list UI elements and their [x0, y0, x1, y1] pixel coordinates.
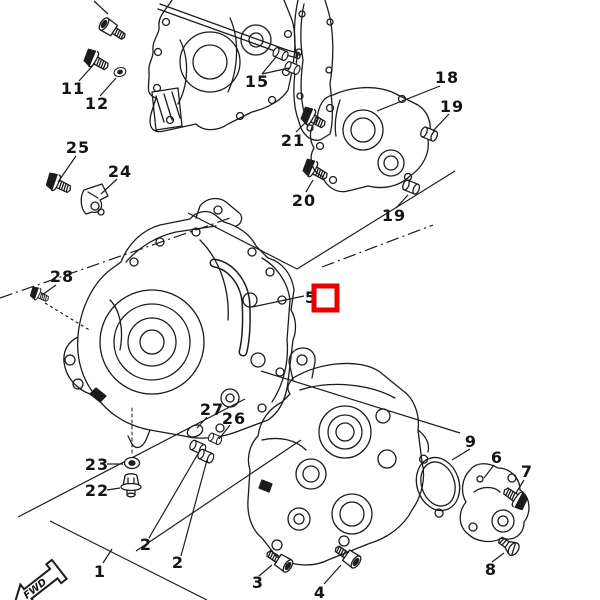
part-bolt-3	[262, 546, 296, 575]
leader-2a	[148, 451, 200, 539]
highlight-box[interactable]	[311, 283, 340, 313]
part-shaft	[157, 3, 301, 60]
leader-lines	[41, 0, 525, 585]
part-left-crankcase	[63, 197, 297, 455]
callout-11[interactable]: 11	[61, 79, 85, 98]
part-bolt-28	[27, 284, 52, 306]
leader-4	[323, 564, 342, 585]
callout-18[interactable]: 18	[435, 68, 459, 87]
leader-21	[295, 120, 308, 133]
callout-20[interactable]: 20	[292, 191, 316, 210]
part-bolt-7	[499, 482, 531, 513]
callout-21[interactable]: 21	[281, 131, 305, 150]
part-bolt-top	[96, 15, 130, 44]
callout-3[interactable]: 3	[252, 573, 264, 592]
part-breather-tube-5	[209, 258, 251, 357]
leader-8	[491, 552, 505, 563]
leader-22	[106, 487, 121, 491]
group-line-bottom-lower	[49, 520, 208, 600]
leader-26	[218, 424, 231, 440]
callout-5[interactable]: 5	[305, 288, 317, 307]
leader-20	[305, 179, 314, 193]
parts-layer	[27, 0, 531, 575]
callout-24[interactable]: 24	[108, 162, 132, 181]
leader-19b	[395, 194, 409, 209]
leader-9-long	[260, 370, 461, 434]
leader-27	[196, 416, 208, 429]
callout-27[interactable]: 27	[200, 400, 224, 419]
callout-2a[interactable]: 2	[140, 535, 152, 554]
callout-2b[interactable]: 2	[172, 553, 184, 572]
part-dowel-2b	[195, 447, 216, 465]
leader-1	[102, 548, 113, 564]
leader-15	[261, 56, 290, 75]
part-washer-23	[123, 456, 141, 470]
callout-25[interactable]: 25	[66, 138, 90, 157]
callout-1[interactable]: 1	[94, 562, 106, 581]
part-gasket-9	[415, 454, 461, 518]
leader-18	[376, 85, 441, 112]
leader-25	[57, 155, 77, 183]
group-line-dashdot-left	[0, 216, 234, 299]
callout-19a[interactable]: 19	[440, 97, 464, 116]
leader-19a	[432, 113, 450, 132]
leader-6	[483, 464, 495, 479]
callout-4[interactable]: 4	[314, 583, 326, 600]
leader-28	[41, 284, 57, 296]
part-clip-27	[186, 424, 204, 438]
part-upper-crankcase-half	[147, 0, 296, 133]
leader-3	[258, 564, 273, 577]
callout-26[interactable]: 26	[222, 409, 246, 428]
leader-12	[99, 77, 117, 97]
group-line-chevron-b	[296, 170, 456, 270]
part-washer-12	[112, 65, 128, 79]
leader-9	[451, 448, 471, 461]
group-line-chevron-a	[187, 212, 298, 270]
part-collar-26	[206, 431, 224, 446]
callout-12[interactable]: 12	[85, 94, 109, 113]
callout-8[interactable]: 8	[485, 560, 497, 579]
leader-top-bolt	[93, 0, 109, 15]
part-screw-8	[498, 536, 520, 557]
part-dowel-19b	[400, 178, 422, 196]
callout-7[interactable]: 7	[521, 462, 533, 481]
callout-19b[interactable]: 19	[382, 206, 406, 225]
part-bolt-11	[80, 46, 113, 76]
part-right-crankcase	[247, 347, 430, 566]
group-line-dashdot-right	[321, 224, 434, 268]
leader-7	[515, 479, 525, 494]
callout-9[interactable]: 9	[465, 432, 477, 451]
part-cover-18	[309, 86, 431, 193]
part-bolt-25	[42, 170, 75, 199]
leader-11	[78, 62, 96, 82]
callout-28[interactable]: 28	[50, 267, 74, 286]
leader-24	[100, 178, 118, 195]
part-cover-6	[459, 463, 530, 543]
part-bracket-24	[80, 183, 109, 216]
callout-22[interactable]: 22	[85, 481, 109, 500]
part-drain-bolt-22	[120, 473, 142, 498]
callout-6[interactable]: 6	[491, 448, 503, 467]
callout-23[interactable]: 23	[85, 455, 109, 474]
callout-15[interactable]: 15	[245, 72, 269, 91]
leader-2b	[180, 459, 208, 557]
leader-28-dashed	[44, 302, 92, 332]
leader-5	[251, 295, 305, 308]
construction-lines	[0, 170, 461, 600]
callout-labels: 11 12 15 25 24 28 18 19 21 20 19 5 27 26…	[50, 68, 533, 600]
group-line-bottom-right	[135, 439, 302, 552]
fwd-marker: FWD	[12, 558, 69, 600]
